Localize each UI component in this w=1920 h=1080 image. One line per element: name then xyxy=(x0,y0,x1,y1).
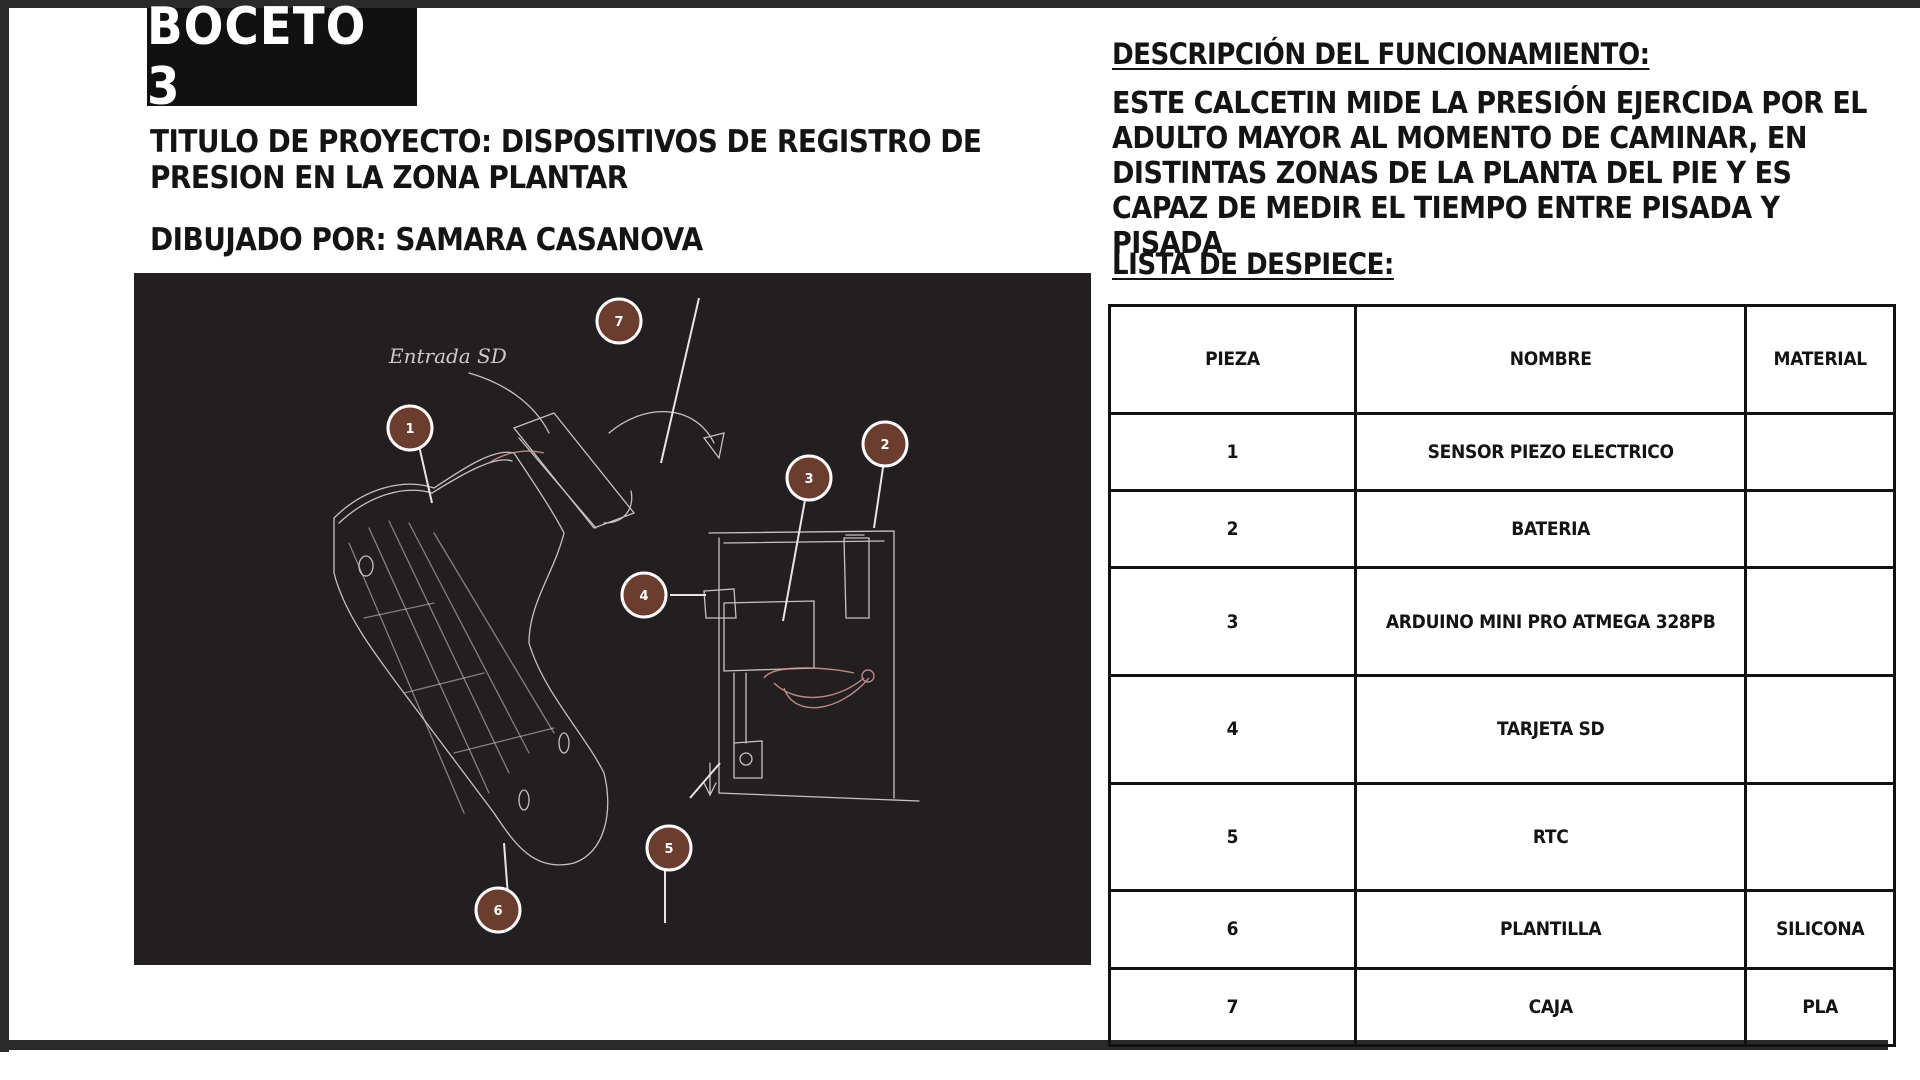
box-7-drawing xyxy=(512,412,636,529)
cell-material xyxy=(1744,411,1896,492)
cell-name: BATERIA xyxy=(1353,488,1748,570)
column-header-piece: PIEZA xyxy=(1108,304,1357,415)
table-row: 2 BATERIA xyxy=(1108,488,1896,570)
cell-piece: 2 xyxy=(1108,488,1357,570)
cell-material xyxy=(1744,781,1896,893)
marker-4: 4 xyxy=(620,571,668,619)
sd-4-drawing xyxy=(703,588,737,619)
battery-2-drawing xyxy=(843,537,870,619)
table-row: 3 ARDUINO MINI PRO ATMEGA 328PB xyxy=(1108,566,1896,677)
cell-material xyxy=(1744,566,1896,677)
svg-text:3: 3 xyxy=(804,472,813,487)
table-row: 1 SENSOR PIEZO ELECTRICO xyxy=(1108,411,1896,492)
cell-name: SENSOR PIEZO ELECTRICO xyxy=(1353,411,1748,492)
handwritten-note: Entrada SD xyxy=(388,344,507,368)
cell-piece: 4 xyxy=(1108,673,1357,785)
parts-list-heading: LISTA DE DESPIECE: xyxy=(1112,247,1394,281)
project-title: TITULO DE PROYECTO: DISPOSITIVOS DE REGI… xyxy=(150,124,982,196)
cell-piece: 7 xyxy=(1108,966,1357,1048)
cell-name: CAJA xyxy=(1353,966,1748,1048)
marker-7: 7 xyxy=(595,297,643,345)
table-row: 6 PLANTILLA SILICONA xyxy=(1108,889,1896,970)
cell-material: SILICONA xyxy=(1744,889,1896,970)
svg-text:4: 4 xyxy=(639,589,648,604)
rtc-5-drawing xyxy=(733,740,763,779)
sketch-title: BOCETO 3 xyxy=(147,0,417,117)
table-row: 7 CAJA PLA xyxy=(1108,966,1896,1048)
column-header-name: NOMBRE xyxy=(1353,304,1748,415)
frame-top-border xyxy=(0,0,1920,8)
table-header-row: PIEZA NOMBRE MATERIAL xyxy=(1108,304,1896,415)
enclosure-drawing xyxy=(708,530,895,799)
parts-table: PIEZA NOMBRE MATERIAL 1 SENSOR PIEZO ELE… xyxy=(1108,304,1896,1048)
sketch-image: Entrada SD 7 1 2 3 xyxy=(134,273,1091,965)
cell-piece: 5 xyxy=(1108,781,1357,893)
column-header-material: MATERIAL xyxy=(1744,304,1896,415)
sock-outline xyxy=(333,451,609,866)
description-heading: DESCRIPCIÓN DEL FUNCIONAMIENTO: xyxy=(1112,37,1650,71)
frame-bottom-border xyxy=(0,1040,1888,1050)
cell-piece: 3 xyxy=(1108,566,1357,677)
frame-left-border xyxy=(0,0,9,1052)
cell-name: RTC xyxy=(1353,781,1748,893)
svg-text:6: 6 xyxy=(493,904,502,919)
cell-name: TARJETA SD xyxy=(1353,673,1748,785)
cell-name: ARDUINO MINI PRO ATMEGA 328PB xyxy=(1353,566,1748,677)
marker-5: 5 xyxy=(645,824,693,872)
arduino-3-drawing xyxy=(723,600,815,672)
drawn-by: DIBUJADO POR: SAMARA CASANOVA xyxy=(150,222,703,258)
table-row: 5 RTC xyxy=(1108,781,1896,893)
cell-piece: 1 xyxy=(1108,411,1357,492)
svg-text:5: 5 xyxy=(664,842,673,857)
cell-material xyxy=(1744,673,1896,785)
cell-piece: 6 xyxy=(1108,889,1357,970)
svg-text:1: 1 xyxy=(405,422,414,437)
svg-text:7: 7 xyxy=(614,315,623,330)
cell-material xyxy=(1744,488,1896,570)
marker-2: 2 xyxy=(861,420,909,468)
cell-material: PLA xyxy=(1744,966,1896,1048)
svg-text:2: 2 xyxy=(880,438,889,453)
marker-1: 1 xyxy=(386,404,434,452)
sketch-drawing: Entrada SD 7 1 2 3 xyxy=(333,297,920,934)
table-row: 4 TARJETA SD xyxy=(1108,673,1896,785)
marker-6: 6 xyxy=(474,886,522,934)
cell-name: PLANTILLA xyxy=(1353,889,1748,970)
marker-3: 3 xyxy=(785,454,833,502)
description-text: ESTE CALCETIN MIDE LA PRESIÓN EJERCIDA P… xyxy=(1112,86,1867,261)
